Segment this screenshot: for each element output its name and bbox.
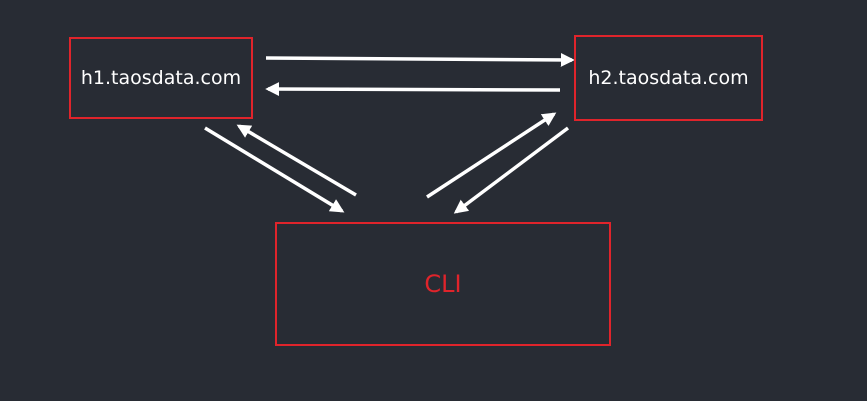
node-cli: CLI [275,222,611,346]
node-h2: h2.taosdata.com [574,35,763,121]
node-h1: h1.taosdata.com [69,37,253,119]
node-cli-label: CLI [424,270,462,298]
arrow-cli-to-h1 [236,124,357,197]
arrow-cli-to-h2 [426,112,557,199]
arrow-h1-to-cli [204,126,345,213]
arrow-h1-to-h2 [265,52,575,67]
node-h1-label: h1.taosdata.com [80,67,242,89]
arrow-h2-to-h1 [265,82,561,97]
node-h2-label: h2.taosdata.com [588,67,749,89]
arrow-h2-to-cli [453,126,570,214]
